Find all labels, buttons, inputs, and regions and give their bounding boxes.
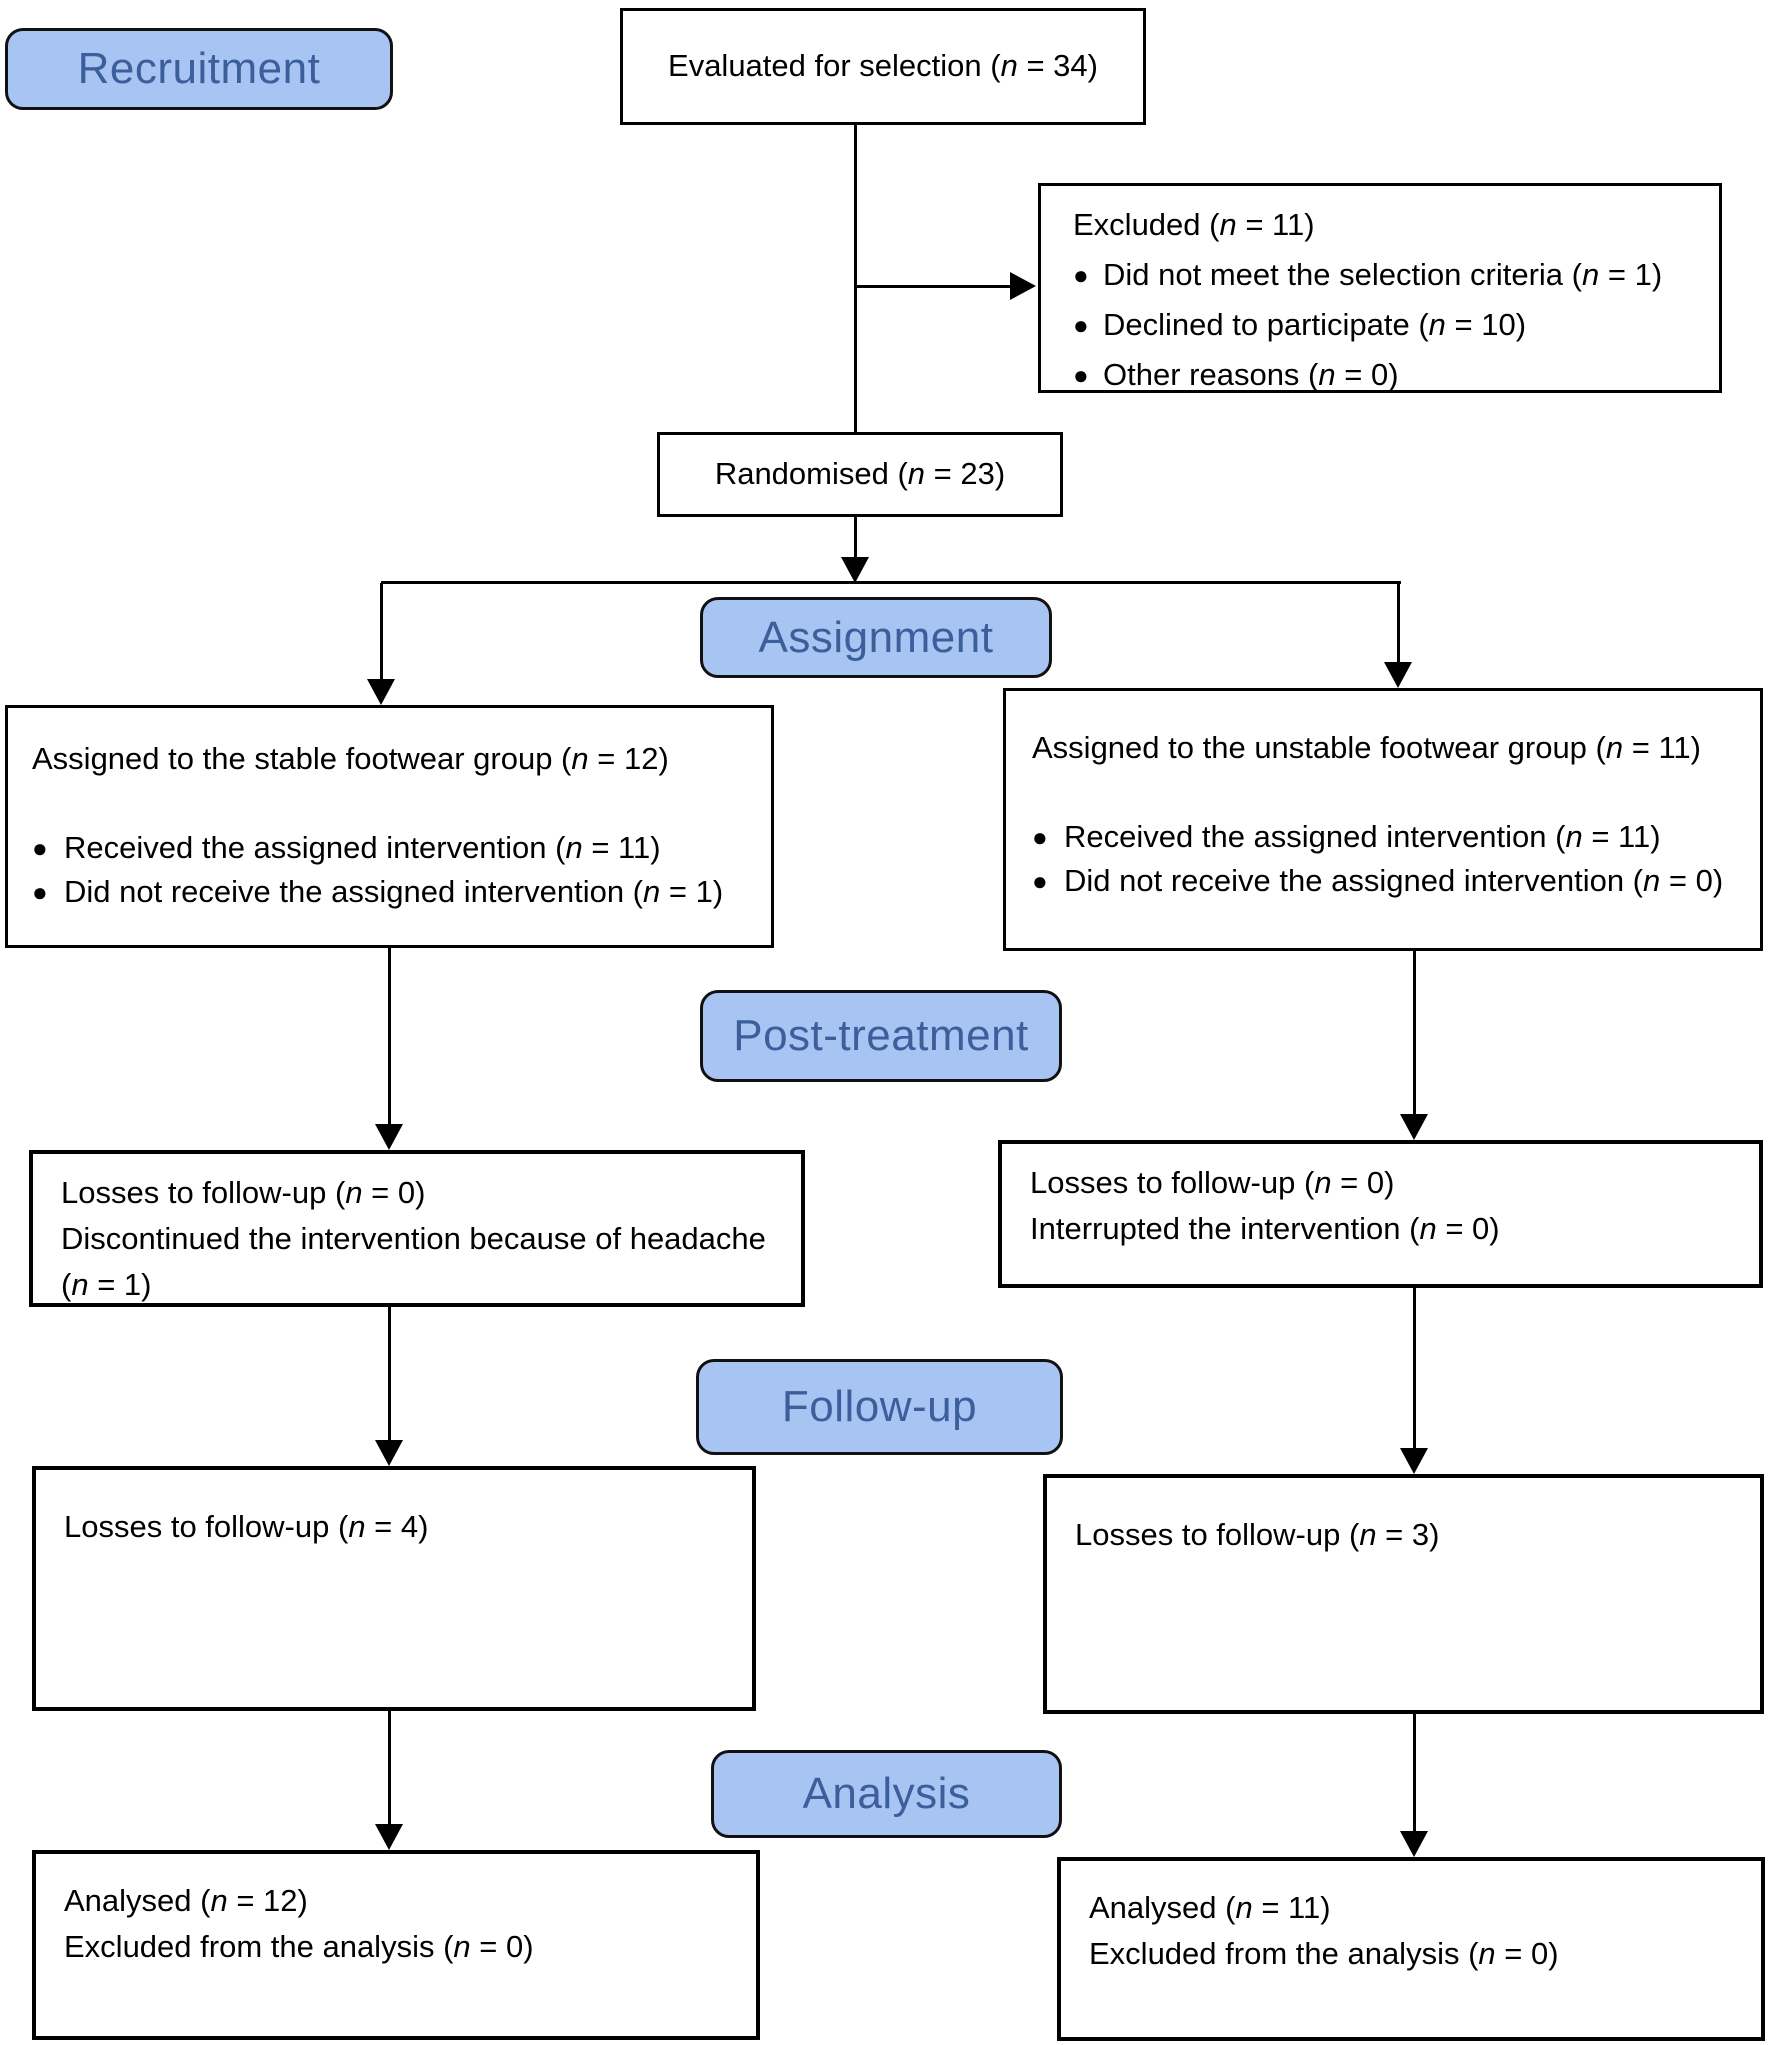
box-assigned-unstable-title: Assigned to the unstable footwear group … [1032, 730, 1701, 765]
box-assigned-stable: Assigned to the stable footwear group (n… [5, 705, 774, 948]
bullet-icon: ● [32, 833, 48, 863]
connector-to-excluded [855, 285, 1013, 288]
list-item: ● Received the assigned intervention (n … [32, 826, 751, 870]
arrowhead-into-unstable-analysis-icon [1400, 1831, 1428, 1857]
analysis-stable-line: Analysed (n = 12) [64, 1883, 308, 1918]
list-item: ● Did not receive the assigned intervent… [1032, 859, 1740, 903]
connector-unstable-to-analysis [1413, 1714, 1416, 1833]
connector-split-horizontal [381, 581, 1401, 584]
box-followup-unstable-text: Losses to follow-up (n = 3) [1075, 1517, 1440, 1552]
bullet-icon: ● [1032, 822, 1048, 852]
box-followup-stable: Losses to follow-up (n = 4) [32, 1466, 756, 1711]
stage-label-follow-up: Follow-up [696, 1359, 1063, 1455]
connector-split-to-stable-group [380, 583, 383, 681]
box-evaluated-text: Evaluated for selection (n = 34) [668, 48, 1098, 84]
bullet-icon: ● [1073, 310, 1089, 340]
box-followup-stable-text: Losses to follow-up (n = 4) [64, 1509, 429, 1544]
box-post-treatment-unstable: Losses to follow-up (n = 0) Interrupted … [998, 1140, 1763, 1288]
arrowhead-into-unstable-followup-icon [1400, 1448, 1428, 1474]
stage-label-assignment-text: Assignment [758, 612, 994, 662]
assigned-stable-list: ● Received the assigned intervention (n … [32, 826, 751, 914]
excluded-item-text: Other reasons (n = 0) [1103, 357, 1399, 392]
arrowhead-into-stable-post-icon [375, 1124, 403, 1150]
list-item: ● Did not meet the selection criteria (n… [1073, 250, 1701, 300]
excluded-item-text: Declined to participate (n = 10) [1103, 307, 1527, 342]
assigned-stable-item-text: Did not receive the assigned interventio… [64, 874, 724, 909]
assigned-stable-item-text: Received the assigned intervention (n = … [64, 830, 661, 865]
list-item: ● Other reasons (n = 0) [1073, 350, 1701, 400]
stage-label-recruitment-text: Recruitment [77, 44, 321, 93]
connector-unstable-to-followup [1413, 1288, 1416, 1450]
post-unstable-line: Interrupted the intervention (n = 0) [1030, 1211, 1500, 1246]
list-item: ● Declined to participate (n = 10) [1073, 300, 1701, 350]
box-evaluated: Evaluated for selection (n = 34) [620, 8, 1146, 125]
assigned-unstable-item-text: Received the assigned intervention (n = … [1064, 819, 1661, 854]
stage-label-analysis: Analysis [711, 1750, 1062, 1838]
assigned-unstable-item-text: Did not receive the assigned interventio… [1064, 863, 1724, 898]
box-excluded-title: Excluded (n = 11) [1073, 207, 1315, 242]
box-followup-unstable: Losses to follow-up (n = 3) [1043, 1474, 1764, 1714]
bullet-icon: ● [32, 877, 48, 907]
stage-label-post-treatment-text: Post-treatment [733, 1011, 1029, 1060]
arrowhead-into-stable-followup-icon [375, 1440, 403, 1466]
assigned-unstable-list: ● Received the assigned intervention (n … [1032, 815, 1740, 903]
stage-label-assignment: Assignment [700, 597, 1052, 678]
arrowhead-into-excluded-icon [1010, 272, 1036, 300]
arrowhead-into-unstable-group-icon [1384, 662, 1412, 688]
box-randomised-text: Randomised (n = 23) [714, 456, 1006, 492]
list-item: ● Received the assigned intervention (n … [1032, 815, 1740, 859]
stage-label-analysis-text: Analysis [802, 1769, 971, 1818]
analysis-unstable-line: Excluded from the analysis (n = 0) [1089, 1936, 1559, 1971]
post-unstable-line: Losses to follow-up (n = 0) [1030, 1165, 1395, 1200]
bullet-icon: ● [1032, 866, 1048, 896]
box-excluded: Excluded (n = 11) ● Did not meet the sel… [1038, 183, 1722, 393]
list-item: ● Did not receive the assigned intervent… [32, 870, 751, 914]
box-analysis-stable: Analysed (n = 12) Excluded from the anal… [32, 1850, 760, 2040]
connector-stable-to-followup [388, 1307, 391, 1442]
connector-stable-to-post [388, 948, 391, 1126]
stage-label-recruitment: Recruitment [5, 28, 393, 110]
connector-evaluated-to-randomised [854, 125, 857, 432]
connector-unstable-to-post [1413, 951, 1416, 1116]
analysis-unstable-line: Analysed (n = 11) [1089, 1890, 1331, 1925]
arrowhead-into-stable-analysis-icon [375, 1824, 403, 1850]
bullet-icon: ● [1073, 360, 1089, 390]
box-analysis-unstable: Analysed (n = 11) Excluded from the anal… [1057, 1857, 1765, 2041]
excluded-item-text: Did not meet the selection criteria (n =… [1103, 257, 1663, 292]
post-stable-line: Losses to follow-up (n = 0) [61, 1175, 426, 1210]
arrowhead-into-stable-group-icon [367, 679, 395, 705]
connector-split-to-unstable-group [1397, 583, 1400, 662]
box-post-treatment-stable: Losses to follow-up (n = 0) Discontinued… [29, 1150, 805, 1307]
box-randomised: Randomised (n = 23) [657, 432, 1063, 517]
post-stable-line: Discontinued the intervention because of… [61, 1221, 766, 1302]
connector-randomised-to-split [854, 517, 857, 559]
arrowhead-into-split-icon [841, 557, 869, 583]
connector-stable-to-analysis [388, 1711, 391, 1826]
stage-label-post-treatment: Post-treatment [700, 990, 1062, 1082]
box-assigned-stable-title: Assigned to the stable footwear group (n… [32, 741, 669, 776]
arrowhead-into-unstable-post-icon [1400, 1114, 1428, 1140]
bullet-icon: ● [1073, 260, 1089, 290]
analysis-stable-line: Excluded from the analysis (n = 0) [64, 1929, 534, 1964]
box-assigned-unstable: Assigned to the unstable footwear group … [1003, 688, 1763, 951]
stage-label-follow-up-text: Follow-up [781, 1382, 978, 1431]
